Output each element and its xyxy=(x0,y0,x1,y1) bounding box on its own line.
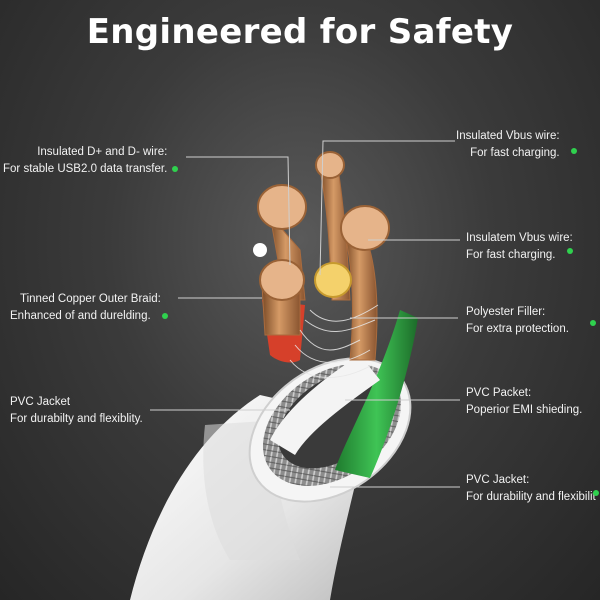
polyester-filler xyxy=(289,304,379,378)
callout-dplus-dminus: Insulated D+ and D- wire: For stable USB… xyxy=(3,144,168,178)
leader-lines xyxy=(150,140,460,488)
status-dot-icon xyxy=(593,490,599,496)
callout-braid: Tinned Copper Outer Braid: Enhanced of a… xyxy=(10,291,161,325)
callout-desc: For durabilty and flexiblity. xyxy=(10,413,143,425)
white-wire xyxy=(270,355,380,455)
callout-jacket-right: PVC Jacket: For durability and flexibili… xyxy=(466,472,596,506)
status-dot-icon xyxy=(571,148,577,154)
callout-desc: For fast charging. xyxy=(466,249,556,261)
callout-filler: Polyester Filler: For extra protection. xyxy=(466,304,569,338)
callout-desc: For stable USB2.0 data transfer. xyxy=(3,163,168,175)
callout-title: PVC Jacket: xyxy=(466,474,530,486)
status-dot-icon xyxy=(590,320,596,326)
callout-title: Insulatem Vbus wire: xyxy=(466,232,573,244)
callout-desc: For fast charging. xyxy=(470,147,560,159)
callout-title: Insulated D+ and D- wire: xyxy=(37,146,168,158)
green-wire xyxy=(335,310,418,478)
callout-title: Insulated Vbus wire: xyxy=(456,130,560,142)
status-dot-icon xyxy=(162,313,168,319)
callout-title: Polyester Filler: xyxy=(466,306,546,318)
callout-vbus-2: Insulatem Vbus wire: For fast charging. xyxy=(466,230,573,264)
callout-title: PVC Jacket xyxy=(10,396,71,408)
callout-desc: For extra protection. xyxy=(466,323,569,335)
callout-vbus-1: Insulated Vbus wire: For fast charging. xyxy=(456,128,560,162)
callout-desc: Poperior EMI shieding. xyxy=(466,404,583,416)
callout-packet: PVC Packet: Poperior EMI shieding. xyxy=(466,385,582,419)
status-dot-icon xyxy=(172,166,178,172)
callout-desc: For durability and flexibilit xyxy=(466,491,596,503)
status-dot-icon xyxy=(567,248,573,254)
callout-jacket-left: PVC Jacket For durabilty and flexiblity. xyxy=(10,394,143,428)
callout-title: PVC Packet: xyxy=(466,387,532,399)
callout-desc: Enhanced of and durelding. xyxy=(10,310,151,322)
page-title: Engineered for Safety xyxy=(86,12,514,52)
callout-title: Tinned Copper Outer Braid: xyxy=(20,293,161,305)
